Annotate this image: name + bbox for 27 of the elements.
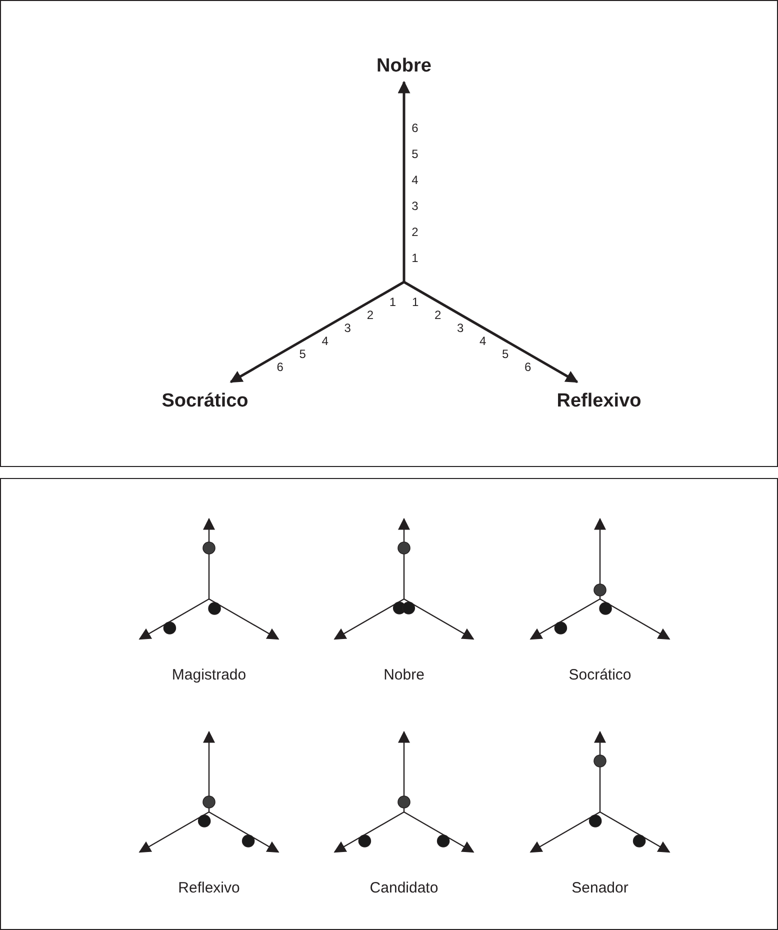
glyph-caption: Socrático (568, 668, 632, 682)
tick-label: 3 (344, 322, 351, 334)
tick-label: 5 (299, 348, 306, 360)
tick-label: 1 (412, 252, 418, 264)
tick-label: 6 (276, 361, 284, 374)
tick-label: 4 (412, 174, 418, 186)
tick-label: 6 (524, 361, 532, 374)
glyph-caption: Nobre (384, 668, 424, 682)
tick-label: 4 (480, 335, 486, 348)
tick-label: 3 (412, 200, 418, 212)
tick-label: 4 (322, 335, 328, 348)
tick-label: 1 (389, 296, 396, 308)
axis-label: Socrático (162, 392, 248, 410)
tick-label: 6 (412, 122, 418, 134)
glyph-caption: Candidato (370, 880, 438, 896)
tick-label: 1 (412, 296, 419, 308)
tick-label: 3 (457, 322, 464, 334)
glyph-caption: Reflexivo (178, 880, 240, 896)
tick-label: 2 (366, 309, 374, 322)
tick-label: 5 (502, 348, 509, 360)
glyph-caption: Senador (572, 880, 628, 896)
tick-label: 2 (434, 309, 442, 322)
glyph-caption: Magistrado (172, 668, 246, 682)
tick-label: 5 (412, 148, 418, 160)
axis-label: Nobre (376, 56, 432, 76)
tick-label: 2 (412, 226, 418, 238)
axis-label: Reflexivo (556, 392, 642, 410)
